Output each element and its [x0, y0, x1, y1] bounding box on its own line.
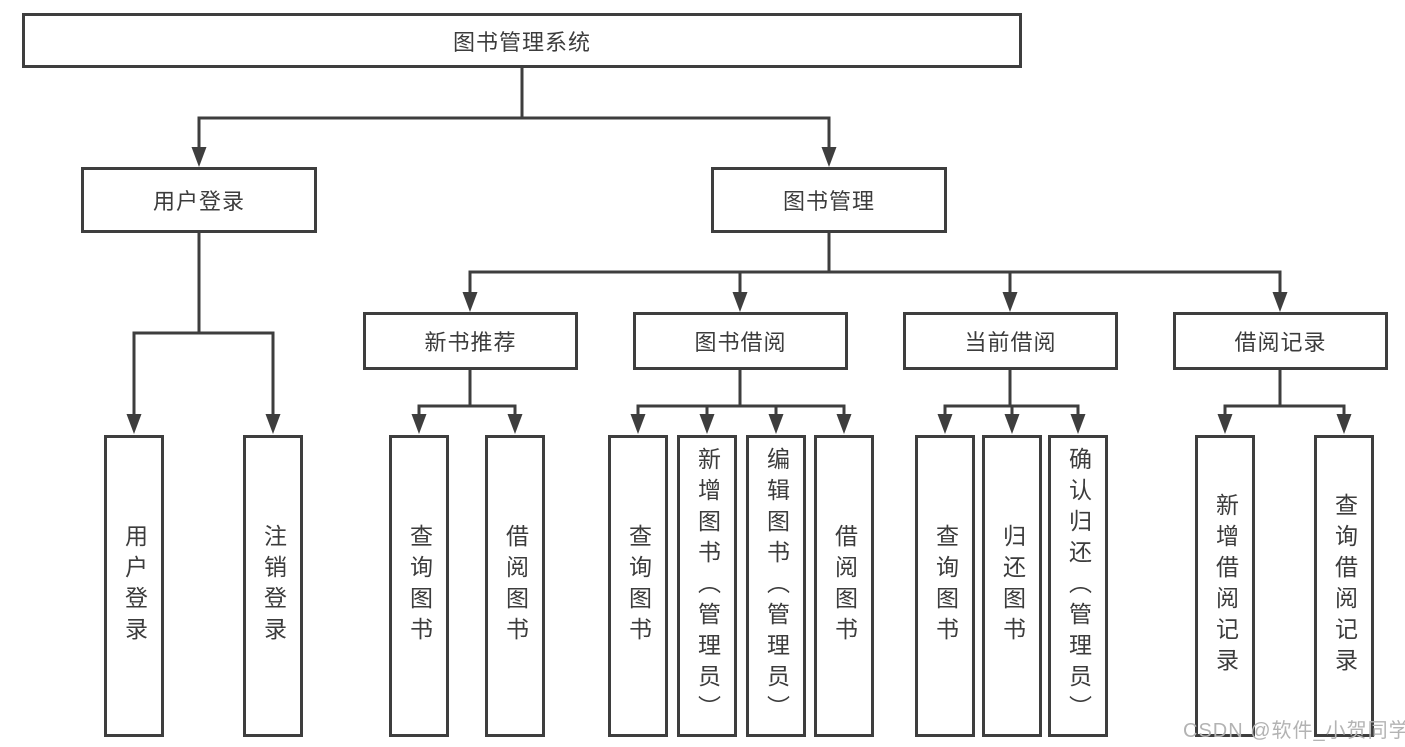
csdn-watermark: CSDN @软件_小贺同学 [1183, 720, 1405, 742]
leaf-label: 注销登录 [260, 524, 287, 648]
arrowhead [630, 414, 646, 434]
leaf-query-books-2: 查询图书 [608, 435, 668, 737]
connector-currentborrow-group [943, 368, 1080, 416]
connector-bookborrow-group [636, 368, 846, 416]
leaf-confirm-return-admin: 确认归还（管理员） [1048, 435, 1108, 737]
arrowhead [836, 414, 852, 434]
arrowhead [1336, 414, 1352, 434]
arrowhead [191, 147, 207, 167]
node-new-book-recommend: 新书推荐 [363, 312, 578, 370]
leaf-label: 用户登录 [121, 524, 148, 648]
leaf-user-login: 用户登录 [104, 435, 164, 737]
leaf-label: 查询图书 [406, 524, 433, 648]
leaf-add-borrow-record: 新增借阅记录 [1195, 435, 1255, 737]
leaf-return-books: 归还图书 [982, 435, 1042, 737]
arrowhead [462, 292, 478, 312]
arrowhead [937, 414, 953, 434]
arrowhead [732, 292, 748, 312]
arrowhead [1070, 414, 1086, 434]
connector-userlogin-group [132, 231, 275, 416]
leaf-label: 查询借阅记录 [1331, 493, 1358, 679]
leaf-borrow-books-2: 借阅图书 [814, 435, 874, 737]
leaf-label: 查询图书 [625, 524, 652, 648]
arrowhead [768, 414, 784, 434]
node-book-borrow: 图书借阅 [633, 312, 848, 370]
leaf-label: 编辑图书（管理员） [763, 446, 790, 726]
leaf-label: 确认归还（管理员） [1065, 446, 1092, 726]
arrowhead [1004, 414, 1020, 434]
leaf-add-books-admin: 新增图书（管理员） [677, 435, 737, 737]
leaf-label: 借阅图书 [831, 524, 858, 648]
arrowhead [1272, 292, 1288, 312]
leaf-edit-books-admin: 编辑图书（管理员） [746, 435, 806, 737]
arrowhead [507, 414, 523, 434]
connector-borrowrecords-group [1223, 368, 1346, 416]
node-root: 图书管理系统 [22, 13, 1022, 68]
arrowhead [821, 147, 837, 167]
arrowhead [699, 414, 715, 434]
leaf-query-books-3: 查询图书 [915, 435, 975, 737]
arrowhead [126, 414, 142, 434]
leaf-label: 归还图书 [999, 524, 1026, 648]
node-current-borrow: 当前借阅 [903, 312, 1118, 370]
leaf-label: 查询图书 [932, 524, 959, 648]
leaf-label: 新增借阅记录 [1212, 493, 1239, 679]
node-borrow-records: 借阅记录 [1173, 312, 1388, 370]
leaf-label: 借阅图书 [502, 524, 529, 648]
node-book-management: 图书管理 [711, 167, 947, 233]
connector-newbooks-group [417, 368, 517, 416]
leaf-borrow-books-1: 借阅图书 [485, 435, 545, 737]
arrowhead [1002, 292, 1018, 312]
arrowhead [411, 414, 427, 434]
arrowhead [1217, 414, 1233, 434]
arrowhead [265, 414, 281, 434]
node-user-login: 用户登录 [81, 167, 317, 233]
leaf-query-borrow-record: 查询借阅记录 [1314, 435, 1374, 737]
connector-bookmgmt-to-level3 [468, 231, 1282, 294]
leaf-logout: 注销登录 [243, 435, 303, 737]
leaf-label: 新增图书（管理员） [694, 446, 721, 726]
connector-root-to-level2 [197, 66, 831, 150]
leaf-query-books-1: 查询图书 [389, 435, 449, 737]
